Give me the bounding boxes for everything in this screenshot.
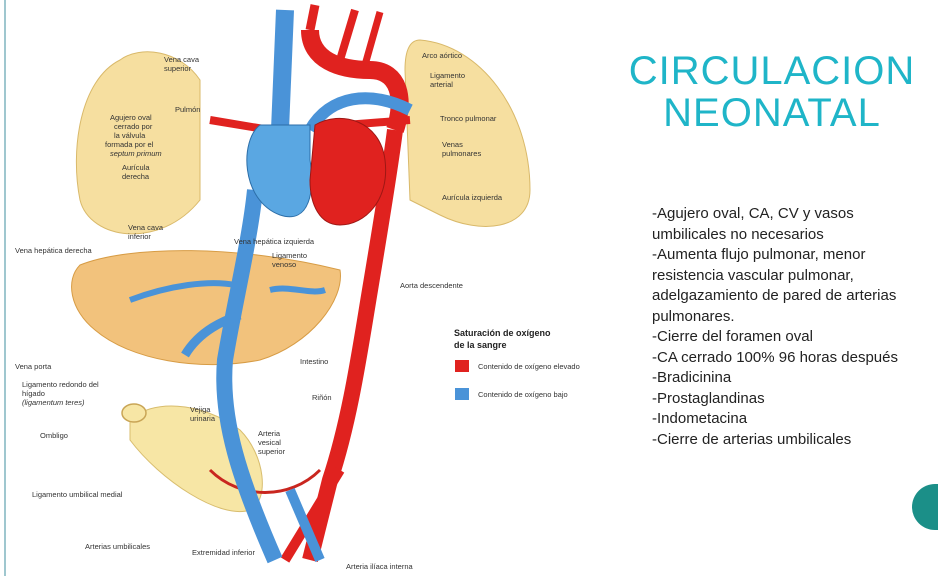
inferior-vena-cava [216, 189, 283, 564]
label-agujero-oval-2: cerrado por [114, 122, 153, 131]
legend-swatch-low [455, 388, 469, 400]
label-agujero-oval-5: septum primum [110, 149, 162, 158]
label-ligamento-redondo-2: hígado [22, 389, 45, 398]
carotid-2 [336, 8, 359, 62]
decorative-corner-shape [912, 484, 938, 530]
label-agujero-oval-3: la válvula [114, 131, 146, 140]
label-ombligo: Ombligo [40, 431, 68, 440]
portal-vein [181, 310, 242, 358]
label-pulmon: Pulmón [175, 105, 200, 114]
label-vena-cava-superior-1: Vena cava [164, 55, 200, 64]
note-item: -Aumenta flujo pulmonar, menor resistenc… [652, 246, 897, 325]
label-auricula-izquierda: Aurícula izquierda [442, 193, 503, 202]
label-agujero-oval-1: Agujero oval [110, 113, 152, 122]
label-vena-porta: Vena porta [15, 362, 52, 371]
label-venas-pulmonares-1: Venas [442, 140, 463, 149]
label-ligamento-umbilical: Ligamento umbilical medial [32, 490, 123, 499]
iliac-right [280, 467, 345, 563]
umbilical-arteries [208, 468, 322, 494]
label-venas-pulmonares-2: pulmonares [442, 149, 481, 158]
label-vena-cava-superior-2: superior [164, 64, 192, 73]
label-arteria-vesical-1: Arteria [258, 429, 281, 438]
liver [71, 250, 341, 366]
label-arco-aortico: Arco aórtico [422, 51, 462, 60]
neonatal-circulation-diagram: Vena cava superior Pulmón Agujero oval c… [10, 0, 600, 576]
label-ligamento-venoso-2: venoso [272, 260, 296, 269]
legend-low: Contenido de oxígeno bajo [478, 390, 568, 399]
slide-notes: -Agujero oval, CA, CV y vasos umbilicale… [652, 204, 917, 450]
slide-title: CIRCULACION NEONATAL [612, 50, 932, 134]
label-arteria-vesical-2: vesical [258, 438, 281, 447]
legend-high: Contenido de oxígeno elevado [478, 362, 580, 371]
label-aorta-descendente: Aorta descendente [400, 281, 463, 290]
legend-title-2: de la sangre [454, 340, 507, 350]
label-vena-cava-inferior-1: Vena cava [128, 223, 164, 232]
label-arteria-vesical-3: superior [258, 447, 286, 456]
carotid-3 [361, 11, 384, 66]
note-item: -CA cerrado 100% 96 horas después [652, 348, 898, 366]
note-item: -Prostaglandinas [652, 389, 765, 407]
note-item: -Cierre de arterias umbilicales [652, 430, 852, 448]
label-arterias-umbilicales: Arterias umbilicales [85, 542, 150, 551]
note-item: -Bradicinina [652, 369, 732, 386]
hepatic-veins [128, 280, 326, 303]
carotid-1 [305, 4, 320, 31]
umbilicus [121, 403, 147, 423]
left-lung [404, 39, 531, 227]
slide-title-line-1: CIRCULACION [628, 49, 916, 93]
label-vena-cava-inferior-2: inferior [128, 232, 151, 241]
label-ligamento-redondo-3: (ligamentum teres) [22, 398, 85, 407]
superior-vena-cava [271, 9, 294, 131]
iliac-left [285, 488, 325, 562]
label-rinon: Riñón [312, 393, 332, 402]
slide-title-line-2: NEONATAL [663, 91, 881, 135]
label-ligamento-arterial-2: arterial [430, 80, 453, 89]
note-item: -Agujero oval, CA, CV y vasos umbilicale… [652, 205, 854, 243]
label-vejiga-2: urinaria [190, 414, 216, 423]
heart-left [309, 117, 387, 226]
pulmonary-trunk [304, 92, 413, 134]
descending-aorta [302, 129, 403, 562]
oxygen-legend: Saturación de oxígeno de la sangre Conte… [454, 328, 580, 400]
label-ligamento-arterial-1: Ligamento [430, 71, 465, 80]
legend-title-1: Saturación de oxígeno [454, 328, 551, 338]
label-arteria-iliaca: Arteria ilíaca interna [346, 562, 414, 571]
label-extremidad-inferior: Extremidad inferior [192, 548, 255, 557]
note-item: -Cierre del foramen oval [652, 328, 813, 345]
note-item: -Indometacina [652, 410, 748, 427]
label-ligamento-venoso-1: Ligamento [272, 251, 307, 260]
label-vejiga-1: Vejiga [190, 405, 211, 414]
label-tronco-pulmonar: Tronco pulmonar [440, 114, 497, 123]
slide-left-border [4, 0, 6, 576]
label-vena-hepatica-derecha: Vena hepática derecha [15, 246, 93, 255]
label-ligamento-redondo-1: Ligamento redondo del [22, 380, 99, 389]
legend-swatch-high [455, 360, 469, 372]
label-vena-hepatica-izquierda: Vena hepática izquierda [234, 237, 315, 246]
label-auricula-derecha-2: derecha [122, 172, 150, 181]
label-auricula-derecha-1: Aurícula [122, 163, 150, 172]
label-agujero-oval-4: formada por el [105, 140, 154, 149]
right-lung [75, 51, 201, 235]
label-intestino: Intestino [300, 357, 328, 366]
